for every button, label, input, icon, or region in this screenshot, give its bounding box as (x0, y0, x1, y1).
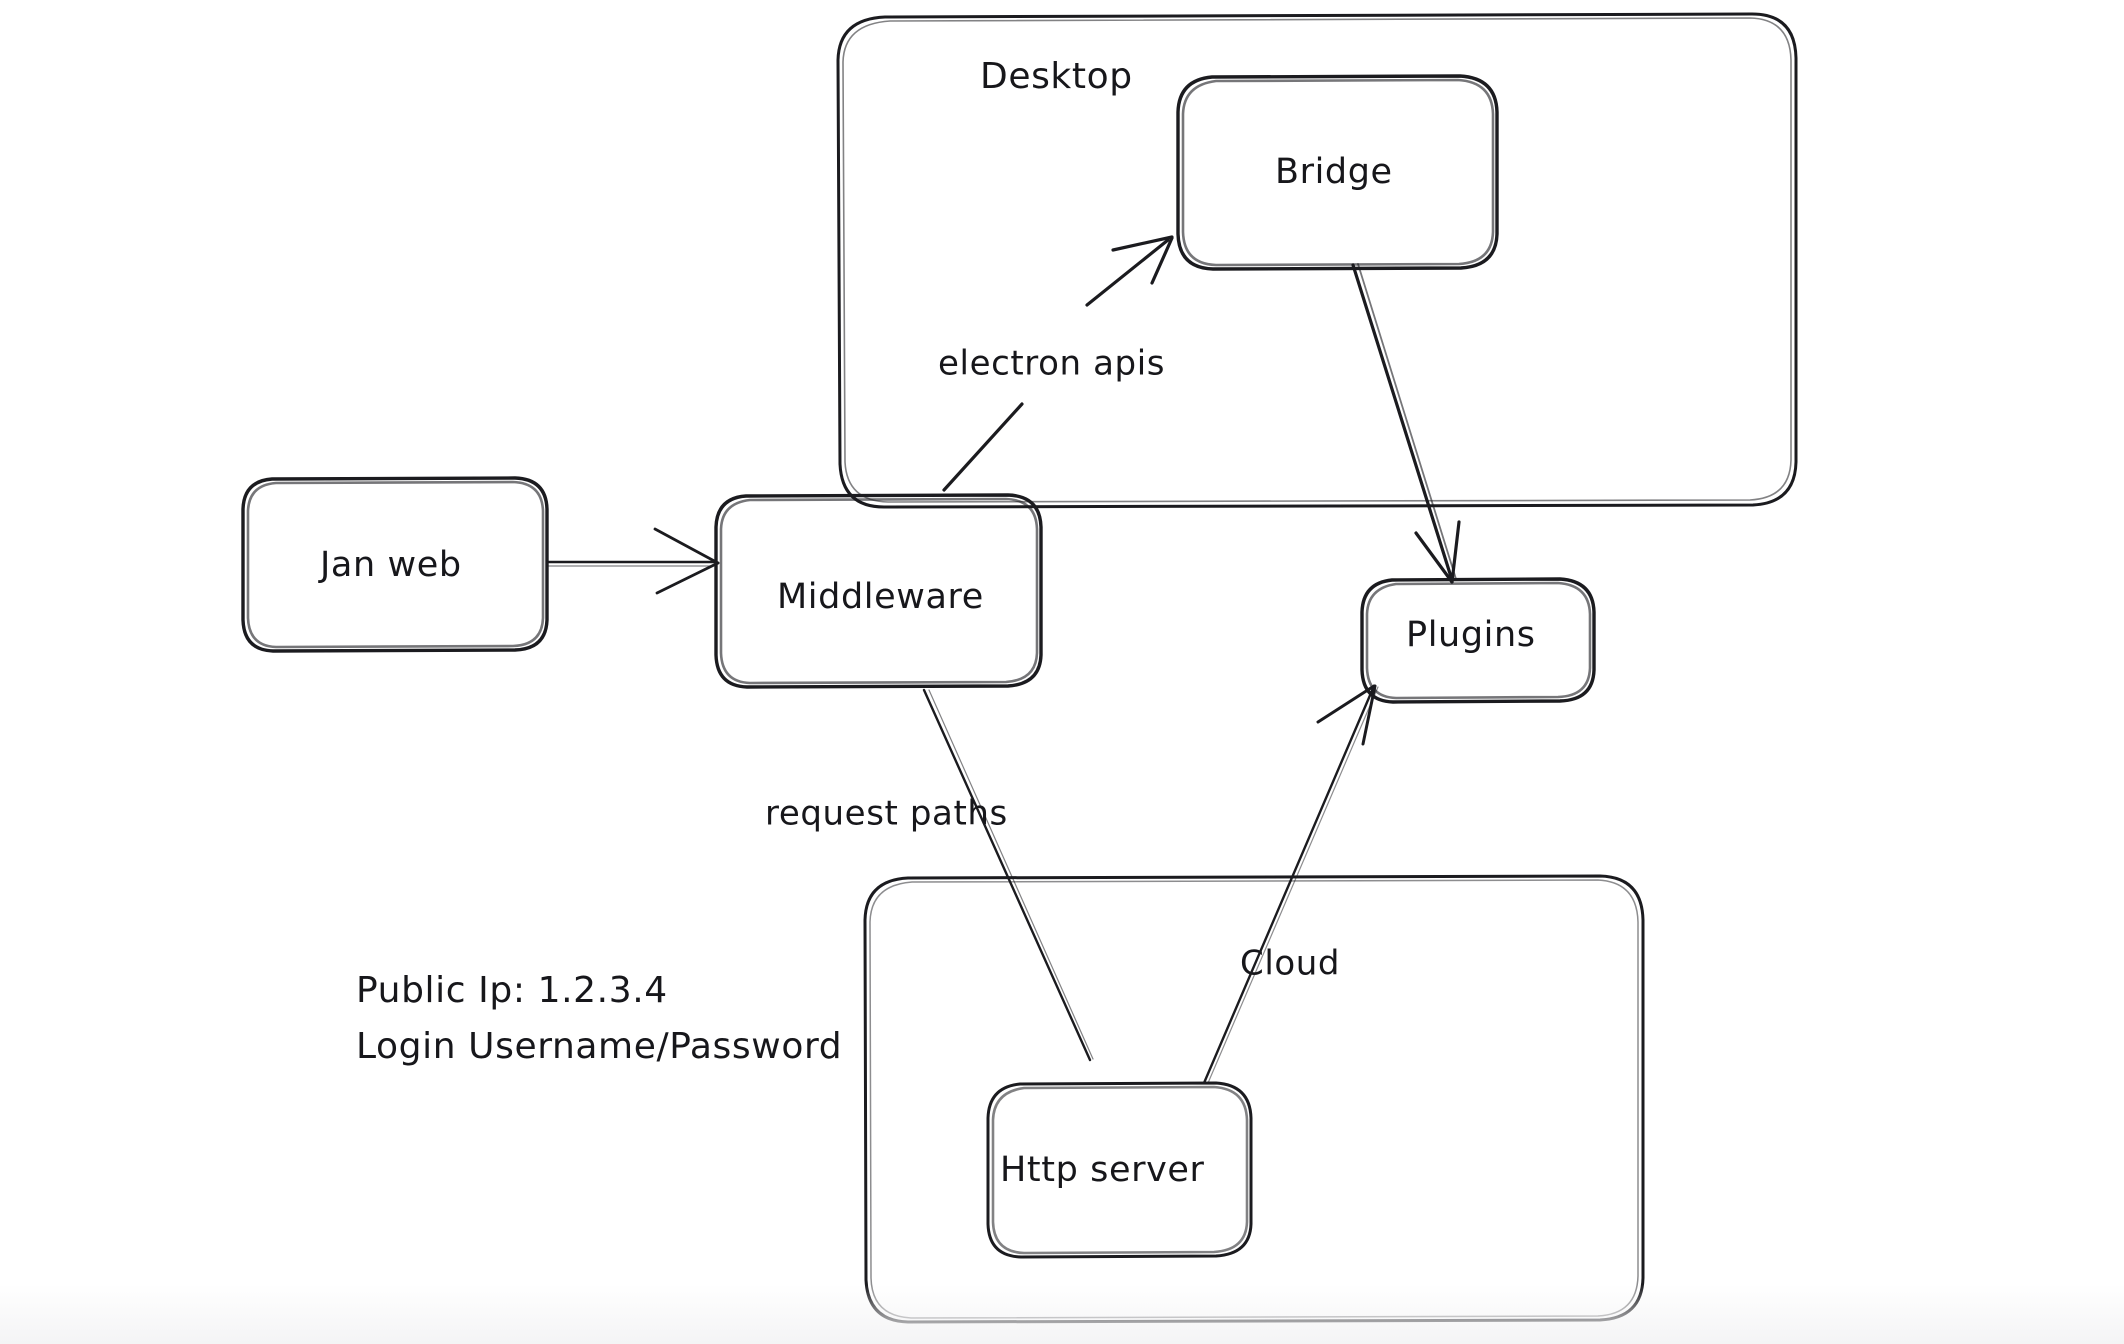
node-http-server[interactable]: Http server (986, 1081, 1253, 1259)
container-desktop[interactable]: Desktop (836, 12, 1798, 509)
edge-janweb-to-middleware[interactable] (546, 527, 720, 595)
node-jan-web[interactable]: Jan web (241, 476, 549, 653)
note-line-public-ip: Public Ip: 1.2.3.4 (356, 970, 668, 1011)
node-middleware[interactable]: Middleware (714, 493, 1043, 689)
node-jan-web-label: Jan web (318, 545, 462, 585)
node-middleware-label: Middleware (777, 577, 984, 617)
container-cloud-label: Cloud (1240, 944, 1340, 984)
node-plugins-label: Plugins (1406, 615, 1536, 655)
note-line-login: Login Username/Password (356, 1026, 842, 1067)
node-http-server-label: Http server (1000, 1150, 1205, 1190)
node-plugins[interactable]: Plugins (1360, 577, 1596, 704)
public-ip-note: Public Ip: 1.2.3.4 Login Username/Passwo… (356, 970, 842, 1067)
container-cloud[interactable]: Cloud (863, 874, 1645, 1324)
edge-label-electron-apis: electron apis (938, 344, 1165, 384)
edge-middleware-to-httpserver[interactable]: request paths (765, 688, 1094, 1062)
node-bridge-label: Bridge (1275, 152, 1393, 192)
edge-middleware-to-bridge[interactable]: electron apis (938, 235, 1174, 492)
container-desktop-label: Desktop (980, 56, 1133, 97)
edge-httpserver-to-plugins[interactable] (1202, 684, 1379, 1085)
edge-label-request-paths: request paths (765, 794, 1008, 834)
edge-bridge-to-plugins[interactable] (1351, 263, 1461, 584)
node-bridge[interactable]: Bridge (1176, 74, 1499, 271)
